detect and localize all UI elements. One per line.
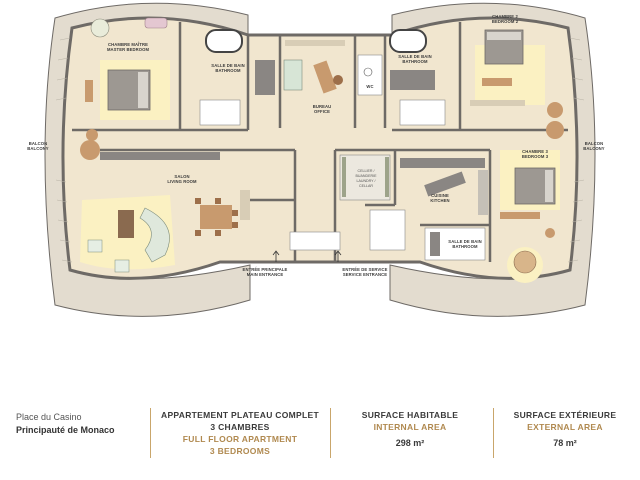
cellar-shelves [342,157,389,197]
label-bed2-fr: CHAMBRE 2 [492,14,518,19]
internal-value: 298 m² [395,438,425,448]
office-chair [333,75,343,85]
label-bath2-en: BATHROOM [402,59,428,64]
vanity-1 [255,60,275,95]
label-kitchen-fr: CUISINE [431,193,449,198]
shower-2 [399,99,446,126]
label-balcony-right-en: BALCONY [583,146,605,151]
hall-console [289,231,341,251]
master-armchair [90,18,110,38]
bed3-pillows [545,170,553,202]
info-footer: Place du Casino Principauté de Monaco AP… [0,398,640,468]
kitchen-appliances [369,209,406,251]
label-wc: WC [366,84,373,89]
dining-table [200,205,232,229]
shower-1 [199,99,241,126]
location-line2: Principauté de Monaco [16,425,115,435]
bed3-lamp [545,228,555,238]
external-en: EXTERNAL AREA [527,422,603,432]
label-bed3-en: BEDROOM 3 [522,154,549,159]
separator-3 [493,408,494,458]
vanity-2 [390,70,435,90]
bathtub-2 [389,29,427,53]
bed3-desk [500,212,540,219]
label-bed3-fr: CHAMBRE 3 [522,149,548,154]
cellar-storage [339,154,391,201]
label-cellar-4: CELLAR [359,184,373,188]
wc-toilet [363,67,373,77]
external-area-block: SURFACE EXTÉRIEURE EXTERNAL AREA 78 m² [500,410,630,448]
label-main-entrance-fr: ENTRÉE PRINCIPALE [243,267,288,272]
living-sofa [139,207,170,263]
floor-plan: CHAMBRE MAÎTRE MASTER BEDROOM SALLE DE B… [27,2,605,317]
apartment-block: APPARTEMENT PLATEAU COMPLET 3 CHAMBRES F… [155,410,325,456]
master-bed-pillows [138,72,148,108]
label-master-fr: CHAMBRE MAÎTRE [108,42,148,47]
bed2-shelf [470,100,525,106]
kitchen-counter [400,158,485,168]
master-desk [144,17,168,29]
apt-en-title: FULL FLOOR APARTMENT [182,434,298,444]
separator-1 [150,408,151,458]
bathtub-1 [205,29,243,53]
living-sideboard [100,152,220,160]
label-cellar-1: CELLIER / [358,169,375,173]
apt-en-rooms: 3 BEDROOMS [209,446,271,456]
master-lamp [86,129,98,141]
bed2-desk [482,78,512,86]
label-bed2-en: BEDROOM 2 [492,19,519,24]
label-bath2-fr: SALLE DE BAIN [398,54,431,59]
interior-walls [72,22,568,262]
internal-area-block: SURFACE HABITABLE INTERNAL AREA 298 m² [340,410,480,448]
balcony-hatch [55,37,585,263]
office-desk [313,60,337,94]
label-service-entrance-en: SERVICE ENTRANCE [343,272,387,277]
kitchen-island [424,171,466,197]
label-balcony-left-en: BALCONY [27,146,49,151]
label-balcony-right-fr: BALCON [585,141,604,146]
label-bath1-fr: SALLE DE BAIN [211,63,244,68]
label-cellar-3: LAUNDRY / [356,179,375,183]
label-living-fr: SALON [174,174,189,179]
external-fr: SURFACE EXTÉRIEURE [513,410,617,420]
label-service-entrance-fr: ENTRÉE DE SERVICE [342,267,387,272]
label-office-en: OFFICE [314,109,330,114]
left-balcony-chair [80,140,100,160]
living-armchair-1 [87,239,103,253]
bed2-pillows [487,32,521,40]
location-line1: Place du Casino [16,412,82,422]
label-bath1-en: BATHROOM [215,68,241,73]
label-master-en: MASTER BEDROOM [107,47,150,52]
office-sofa [283,59,303,91]
office-shelf [285,40,345,46]
internal-fr: SURFACE HABITABLE [361,410,459,420]
living-coffee-table [118,210,134,238]
location-block: Place du Casino Principauté de Monaco [16,410,146,435]
living-armchair-2 [114,259,130,273]
label-office-fr: BUREAU [313,104,332,109]
label-bath3-fr: SALLE DE BAIN [448,239,481,244]
apt-fr-title: APPARTEMENT PLATEAU COMPLET [161,410,319,420]
label-cellar-2: BUANDERIE [356,174,378,178]
bed2-chair [547,102,563,118]
right-balcony-chair [546,121,564,139]
master-bench [85,80,93,102]
label-living-en: LIVING ROOM [167,179,197,184]
kitchen-tall-units [478,170,488,215]
external-value: 78 m² [553,438,577,448]
label-bath3-en: BATHROOM [452,244,478,249]
label-kitchen-en: KITCHEN [430,198,449,203]
living-shelving [240,190,250,220]
dining-chairs [195,198,238,236]
apt-fr-rooms: 3 CHAMBRES [210,422,270,432]
bath3-vanity [430,232,440,256]
entrance-arrows [272,250,342,262]
bath3-tub [513,250,537,274]
label-main-entrance-en: MAIN ENTRANCE [247,272,284,277]
separator-2 [330,408,331,458]
label-balcony-left-fr: BALCON [29,141,48,146]
internal-en: INTERNAL AREA [373,422,447,432]
